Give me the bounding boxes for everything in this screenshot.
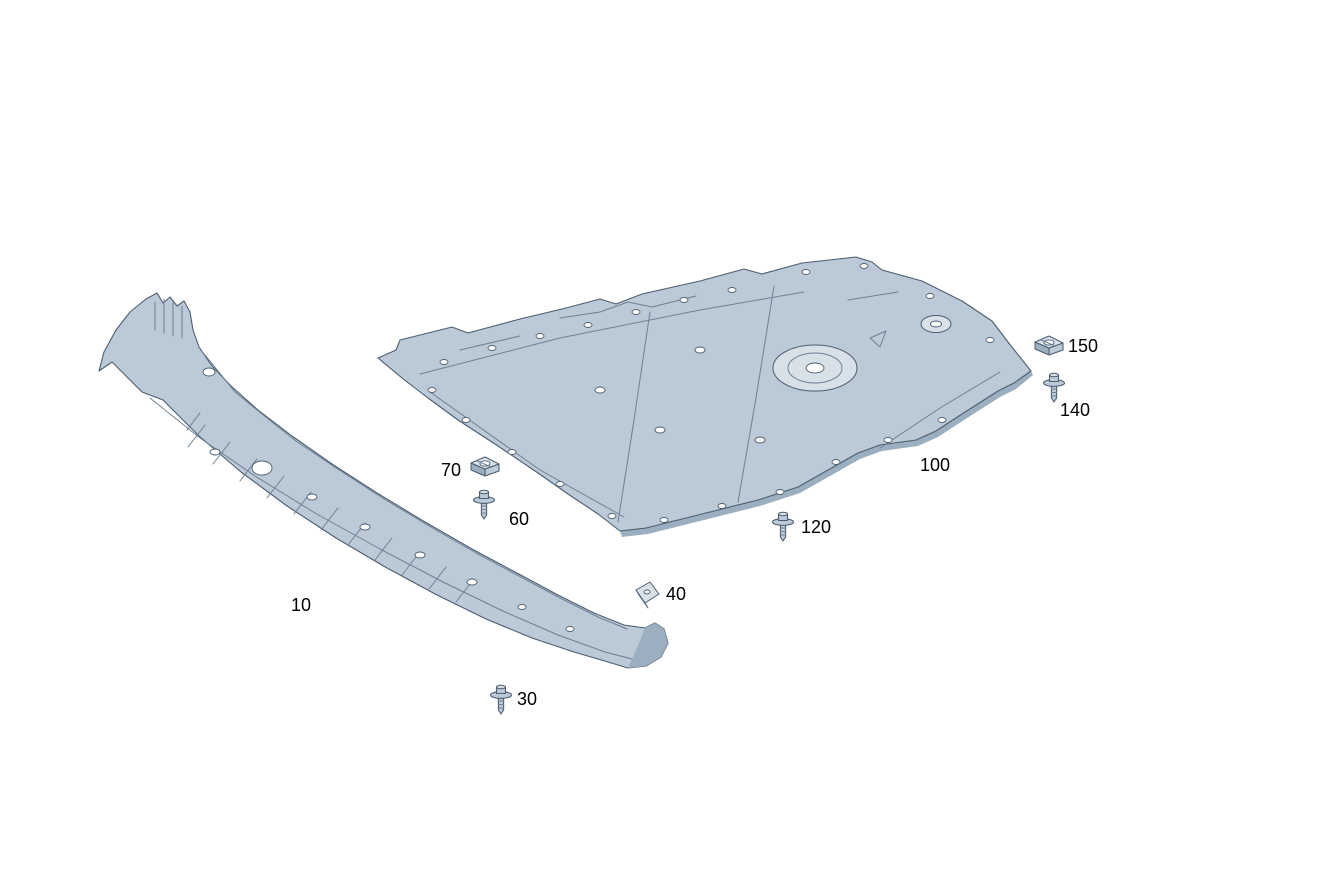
panel-crease-lines bbox=[419, 285, 1001, 523]
cover-rib-lines bbox=[186, 412, 474, 603]
part-30-screw[interactable] bbox=[489, 684, 513, 715]
cover-end-cap bbox=[628, 623, 668, 668]
part-10-front-underbody-cover[interactable] bbox=[98, 292, 669, 669]
part-70-clip[interactable] bbox=[470, 456, 500, 477]
cover-holes bbox=[202, 367, 575, 632]
cover-fold-lines bbox=[149, 354, 633, 660]
part-label-30[interactable]: 30 bbox=[517, 689, 538, 709]
part-label-120[interactable]: 120 bbox=[801, 517, 832, 537]
panel-outline bbox=[377, 256, 1032, 532]
part-60-screw[interactable] bbox=[472, 489, 496, 520]
panel-holes bbox=[427, 263, 995, 523]
panel-center-boss bbox=[772, 344, 858, 392]
part-100-main-underbody-panel[interactable] bbox=[377, 256, 1033, 537]
part-label-10[interactable]: 10 bbox=[291, 595, 312, 615]
part-label-100[interactable]: 100 bbox=[920, 455, 951, 475]
part-label-40[interactable]: 40 bbox=[666, 584, 687, 604]
part-140-screw[interactable] bbox=[1042, 372, 1066, 403]
part-label-150[interactable]: 150 bbox=[1068, 336, 1099, 356]
part-150-clip[interactable] bbox=[1034, 335, 1064, 356]
cover-tab-lines bbox=[154, 298, 183, 339]
part-120-screw[interactable] bbox=[771, 511, 795, 542]
part-label-60[interactable]: 60 bbox=[509, 509, 530, 529]
part-label-70[interactable]: 70 bbox=[441, 460, 462, 480]
panel-small-boss bbox=[920, 315, 952, 333]
part-40-small-bracket[interactable] bbox=[635, 581, 660, 609]
part-label-140[interactable]: 140 bbox=[1060, 400, 1091, 420]
